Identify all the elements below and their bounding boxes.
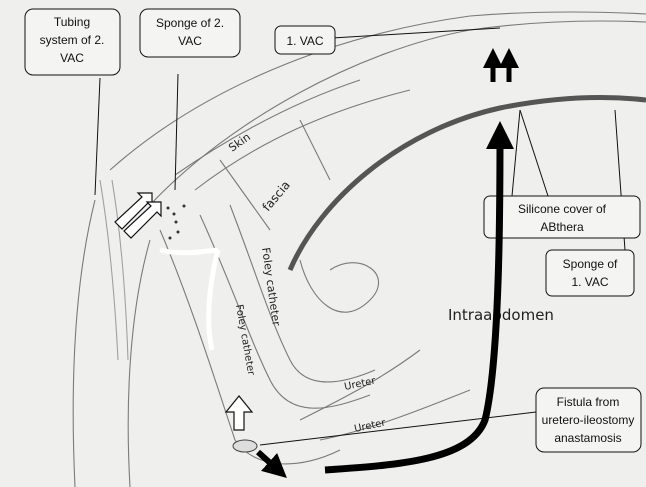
callout-sponge1-line2: 1. VAC — [571, 275, 608, 289]
callout-sponge2-line2: VAC — [178, 34, 202, 48]
callout-silicone-line1: Silicone cover of — [518, 202, 607, 216]
callout-fistula: Fistula from uretero-ileostomy anastamos… — [536, 388, 641, 452]
callout-vac1: 1. VAC — [275, 26, 335, 54]
callout-fistula-line3: anastamosis — [554, 431, 621, 445]
left-pelvis-outer — [73, 200, 95, 487]
label-intraabdomen: Intraabdomen — [448, 306, 554, 324]
label-fascia: fascia — [260, 178, 293, 214]
callout-tubing: Tubing system of 2. VAC — [25, 9, 120, 75]
callout-tubing-line1: Tubing — [54, 15, 90, 29]
callout-silicone-line2: ABthera — [540, 220, 584, 234]
callout-sponge2: Sponge of 2. VAC — [140, 9, 240, 57]
callout-tubing-line3: VAC — [60, 51, 84, 65]
label-ureter-1: Ureter — [343, 375, 377, 393]
callout-sponge1-line1: Sponge of — [563, 257, 618, 271]
skin-line — [175, 80, 360, 175]
pelvis-curve-2 — [200, 215, 370, 408]
callout-fistula-line1: Fistula from — [557, 395, 620, 409]
ureter-curve-2 — [320, 390, 470, 440]
callout-tubing-line2: system of 2. — [40, 33, 105, 47]
callout-vac1-label: 1. VAC — [286, 34, 323, 48]
fistula-site — [233, 440, 257, 452]
label-foley-1: Foley catheter — [259, 247, 283, 327]
callout-sponge1: Sponge of 1. VAC — [546, 250, 634, 296]
callout-silicone: Silicone cover of ABthera — [484, 196, 640, 238]
pencil-shading — [100, 180, 128, 360]
callout-sponge2-line1: Sponge of 2. — [156, 16, 224, 30]
left-pelvis-inner — [128, 240, 150, 487]
silicone-cover-line — [290, 98, 646, 270]
bowel-loop — [300, 260, 379, 312]
flow-arrow-down — [258, 452, 278, 470]
callout-fistula-line2: uretero-ileostomy — [542, 413, 635, 427]
label-skin: Skin — [226, 130, 253, 154]
vac2-arrows — [115, 193, 161, 238]
flow-arrow-white — [160, 250, 218, 350]
sponge-dots — [167, 205, 186, 240]
fascia-line — [195, 90, 410, 190]
